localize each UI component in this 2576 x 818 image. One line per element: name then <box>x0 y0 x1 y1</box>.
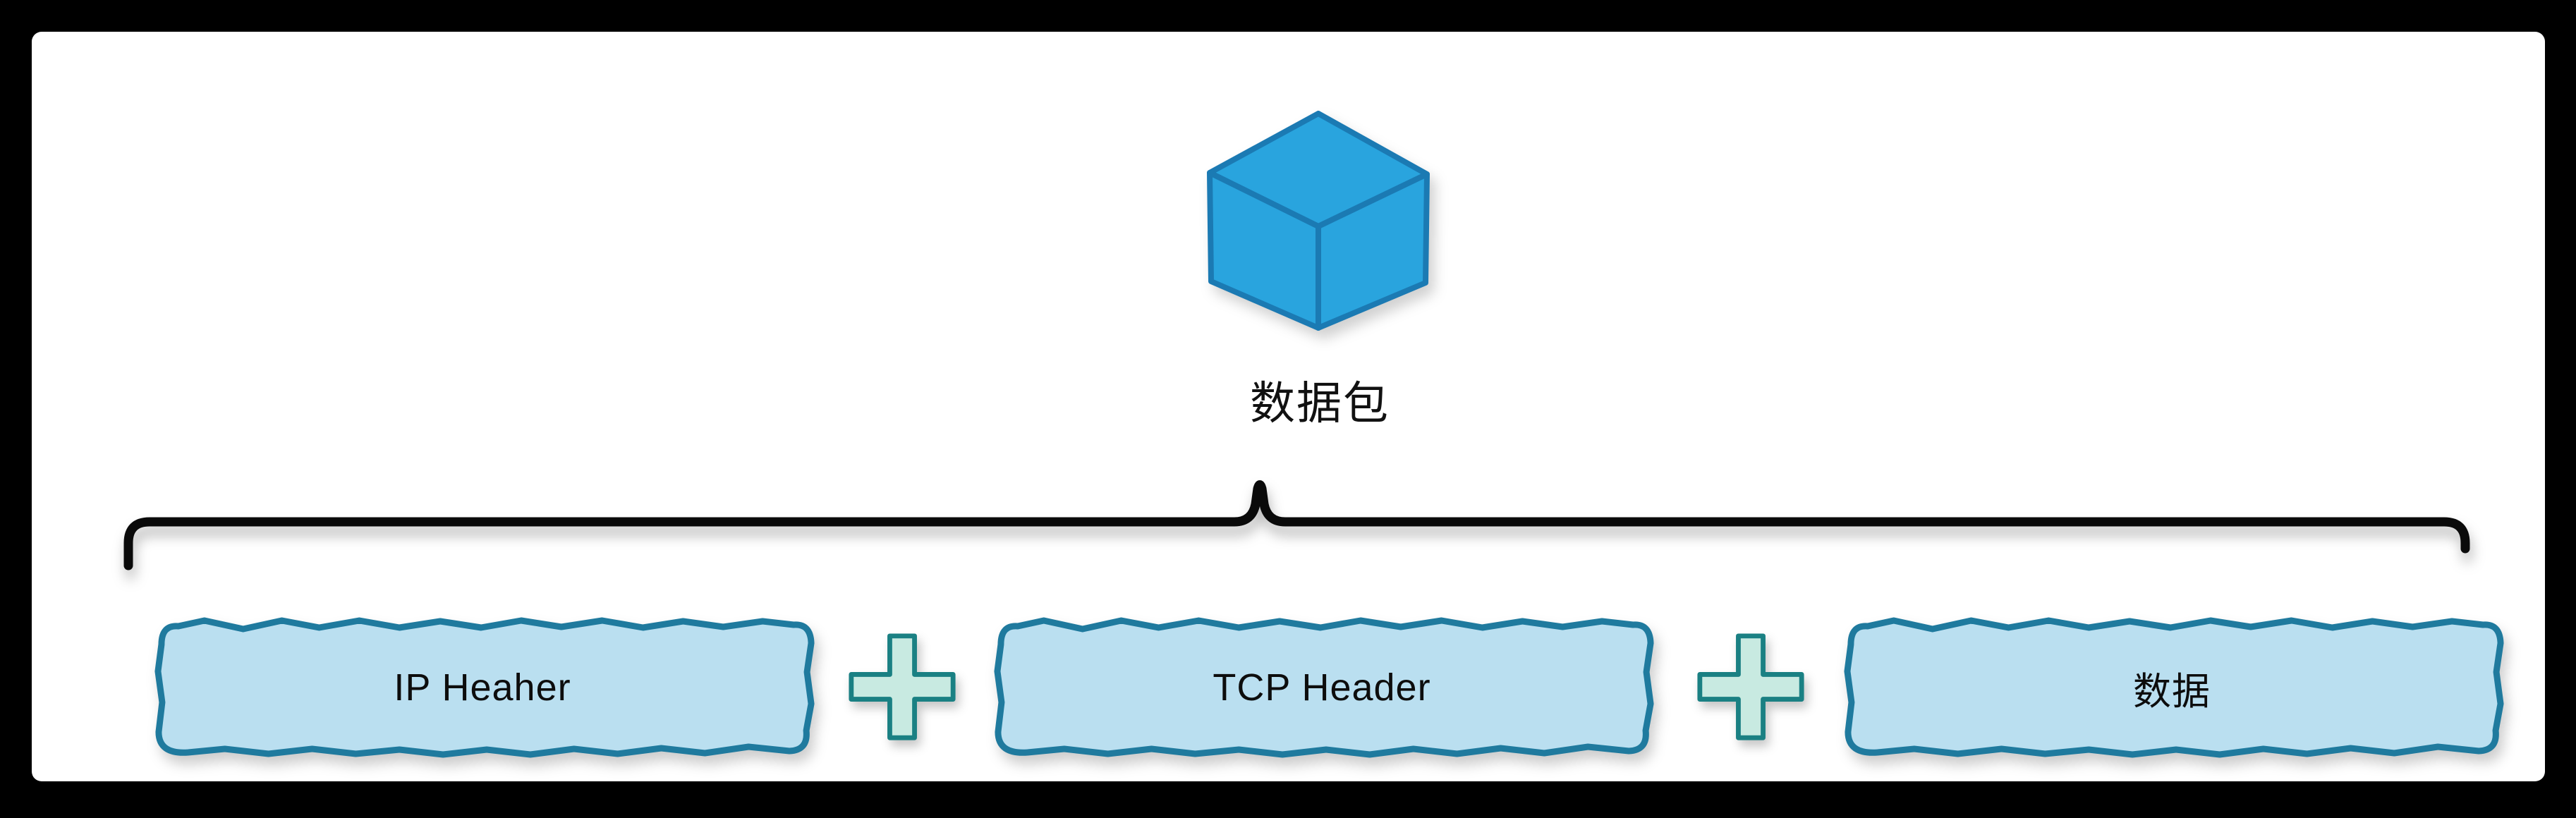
segment-box-tcp-header: TCP Header <box>977 612 1667 763</box>
diagram-canvas: 数据包 IP Heaher TCP Header 数据 <box>32 32 2545 781</box>
segment-box-ip-header: IP Heaher <box>138 612 827 763</box>
segment-box-shape <box>154 617 815 758</box>
segment-box-data: 数据 <box>1827 612 2517 763</box>
segment-box-shape <box>994 617 1654 758</box>
plus-shape <box>1697 633 1804 740</box>
plus-icon <box>1697 633 1804 740</box>
segment-label-tcp-header: TCP Header <box>1213 666 1431 709</box>
segment-label-data: 数据 <box>2133 670 2211 713</box>
packet-cube-icon <box>1207 111 1430 331</box>
curly-brace-path <box>123 480 2470 570</box>
cube-right-face <box>1316 171 1430 331</box>
packet-label: 数据包 <box>1250 378 1390 429</box>
curly-brace-icon <box>123 480 2470 570</box>
segment-label-ip-header: IP Heaher <box>394 666 571 709</box>
plus-icon <box>849 633 956 740</box>
plus-shape <box>849 633 956 740</box>
segment-box-shape <box>1844 617 2504 758</box>
